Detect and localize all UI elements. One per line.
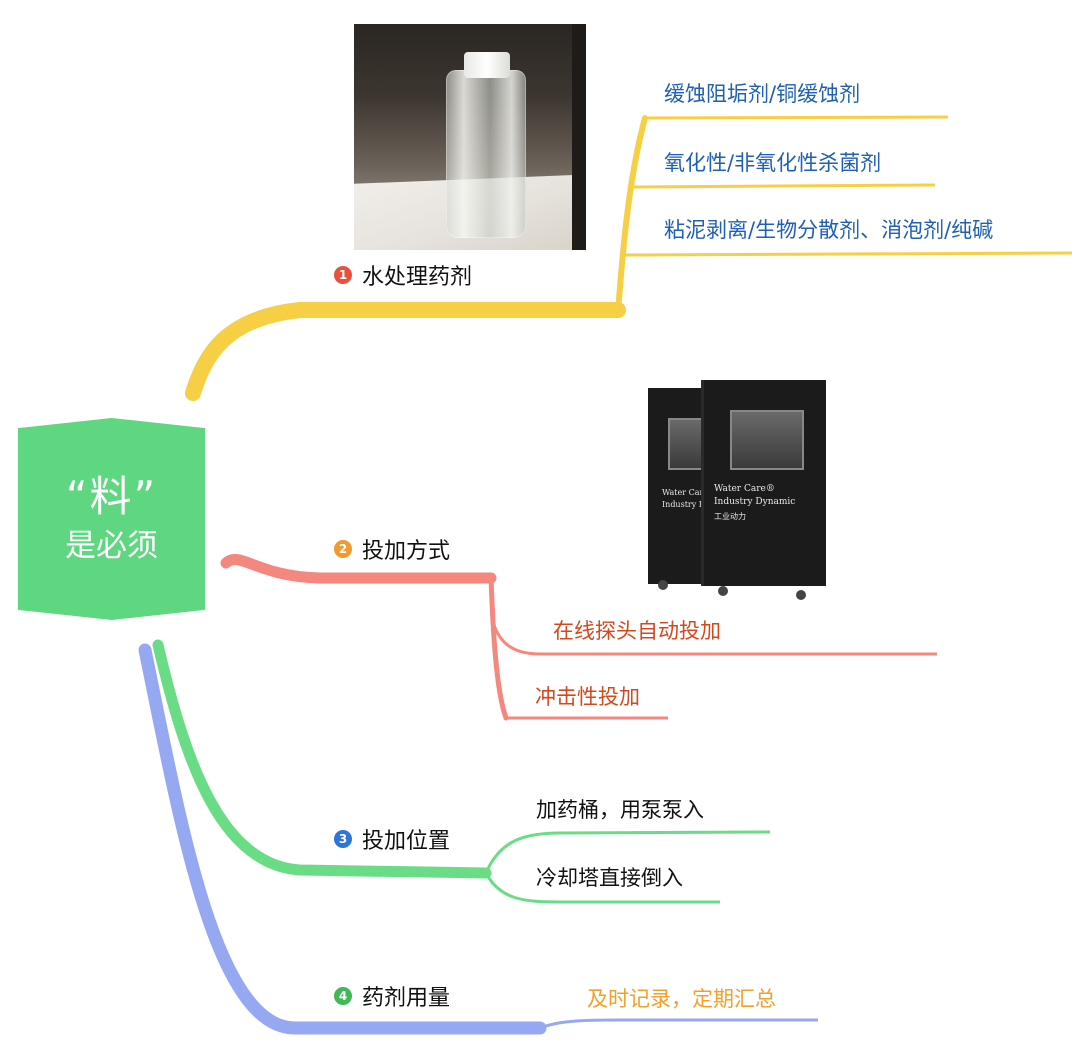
- central-topic[interactable]: “料” 是必须: [18, 418, 205, 620]
- branch-2-sub-2[interactable]: 冲击性投加: [535, 685, 640, 709]
- branch-3-sub-2[interactable]: 冷却塔直接倒入: [536, 866, 683, 890]
- machine-text-right-2: Industry Dynamic: [714, 497, 796, 507]
- branch-4-sub-1-line: [539, 1018, 818, 1030]
- branch-1-number-badge: 1: [334, 266, 352, 284]
- branch-2[interactable]: 2 投加方式: [334, 533, 450, 565]
- branch-4-sub-1[interactable]: 及时记录，定期汇总: [587, 987, 776, 1011]
- branch-1-spine: [615, 115, 648, 315]
- bottle-body: [446, 70, 526, 238]
- branch-1[interactable]: 1 水处理药剂: [334, 259, 472, 291]
- branch-3-number-badge: 3: [334, 830, 352, 848]
- shelf-rail: [572, 24, 586, 250]
- branch-1-sub-1-line: [644, 115, 949, 120]
- chemical-bottle-image: [354, 24, 586, 250]
- branch-4[interactable]: 4 药剂用量: [334, 980, 450, 1012]
- cabinet-right: Water Care® Industry Dynamic 工业动力: [704, 380, 826, 586]
- central-topic-line1: “料”: [65, 472, 158, 521]
- branch-1-sub-2[interactable]: 氧化性/非氧化性杀菌剂: [664, 151, 882, 175]
- branch-1-sub-1[interactable]: 缓蚀阻垢剂/铜缓蚀剂: [664, 82, 861, 106]
- branch-1-sub-3[interactable]: 粘泥剥离/生物分散剂、消泡剂/纯碱: [664, 218, 994, 242]
- branch-2-sub-1[interactable]: 在线探头自动投加: [553, 619, 721, 643]
- branch-2-connector: [220, 554, 497, 584]
- branch-1-label: 水处理药剂: [362, 265, 473, 290]
- machine-wheel: [658, 580, 668, 590]
- branch-4-number-badge: 4: [334, 987, 352, 1005]
- dosing-machine-image: Water Care® Industry Dynamic Water Care®…: [640, 380, 830, 604]
- branch-1-sub-2-line: [633, 183, 936, 189]
- cabinet-right-window: [730, 410, 804, 470]
- branch-3-sub-1-line: [484, 830, 771, 874]
- branch-3[interactable]: 3 投加位置: [334, 823, 450, 855]
- branch-2-label: 投加方式: [362, 539, 451, 564]
- machine-text-left-1: Water Care®: [662, 488, 717, 497]
- branch-2-spine: [488, 575, 509, 721]
- branch-3-connector: [152, 639, 492, 879]
- branch-3-sub-1[interactable]: 加药桶，用泵泵入: [536, 798, 704, 822]
- branch-4-connector: [138, 643, 547, 1035]
- machine-text-left-2: Industry Dynamic: [662, 500, 735, 509]
- branch-2-sub-1-line: [491, 621, 937, 656]
- branch-3-sub-2-line: [484, 872, 720, 904]
- central-topic-line2: 是必须: [65, 528, 158, 564]
- branch-1-sub-3-line: [623, 251, 1073, 257]
- branch-3-label: 投加位置: [362, 829, 451, 854]
- branch-1-connector: [185, 302, 626, 401]
- branch-4-label: 药剂用量: [362, 986, 451, 1011]
- branch-2-number-badge: 2: [334, 540, 352, 558]
- machine-text-right-1: Water Care®: [714, 484, 775, 494]
- machine-wheel: [796, 590, 806, 600]
- machine-wheel: [718, 586, 728, 596]
- machine-text-right-3: 工业动力: [714, 512, 746, 521]
- bottle-cap: [464, 52, 510, 78]
